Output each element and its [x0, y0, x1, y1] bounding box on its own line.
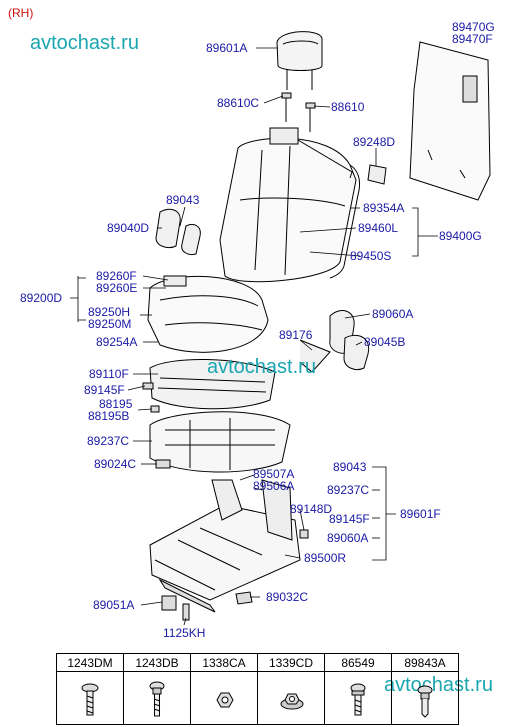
- fastener-code: 1243DM: [56, 653, 124, 672]
- fastener-table: 1243DM 1243DB 1338CA 1339CD 86549 89843A: [56, 653, 459, 725]
- seat-back-icon: [219, 127, 361, 283]
- part-label: 89024C: [94, 457, 137, 471]
- fastener-code: 1338CA: [190, 653, 258, 672]
- part-label: 89145F: [84, 383, 125, 397]
- part-label: 88610: [331, 100, 365, 114]
- part-label: 89148D: [290, 502, 333, 516]
- part-label: 89110F: [89, 367, 129, 381]
- fastener-code: 89843A: [391, 653, 459, 672]
- bolt-icon: [81, 683, 99, 716]
- part-label: 89237C: [87, 434, 130, 448]
- part-label: 89045B: [364, 335, 406, 349]
- part-label: 89176: [279, 328, 313, 342]
- part-label: 89601F: [400, 507, 441, 521]
- clip-icon: [417, 685, 433, 718]
- part-label: 88195: [99, 397, 133, 411]
- screw-icon: [149, 681, 165, 717]
- side-cover-icon: [155, 208, 181, 249]
- part-label: 89250H: [88, 305, 131, 319]
- part-label: 89200D: [20, 291, 63, 305]
- part-label: 89145F: [329, 512, 370, 526]
- seat-cushion-icon: [147, 275, 269, 353]
- part-label: 89060A: [372, 307, 414, 321]
- part-label: 89254A: [96, 335, 138, 349]
- side-label: (RH): [8, 6, 34, 20]
- part-label: 89470F: [452, 32, 493, 46]
- part-label: 88195B: [88, 409, 130, 423]
- fastener-code: 1339CD: [257, 653, 325, 672]
- part-label: 89032C: [266, 590, 309, 604]
- bolt-icon: [350, 683, 366, 716]
- fastener-code: 86549: [324, 653, 392, 672]
- part-label: 89051A: [93, 598, 135, 612]
- part-label: 89250M: [88, 317, 132, 331]
- fastener-code: 1243DB: [123, 653, 191, 672]
- part-label: 89060A: [327, 531, 369, 545]
- watermark-middle: avtochast.ru: [207, 356, 316, 378]
- part-label: 89043: [333, 460, 367, 474]
- part-label: 89601A: [206, 41, 248, 55]
- bracket-icon: [367, 164, 387, 185]
- flange-nut-icon: [280, 693, 304, 710]
- part-label: 89237C: [327, 483, 370, 497]
- part-label: 89354A: [363, 201, 405, 215]
- part-label: 89450S: [350, 249, 392, 263]
- part-label: 89506A: [253, 479, 295, 493]
- part-label: 89040D: [107, 221, 150, 235]
- headrest-guide-icon: [281, 92, 316, 132]
- part-label: 88610C: [217, 96, 260, 110]
- part-label: 89400G: [439, 229, 482, 243]
- part-label: 1125KH: [163, 626, 206, 640]
- seat-pan-icon: [149, 411, 291, 473]
- headrest-icon: [276, 31, 323, 90]
- part-label: 89043: [166, 193, 200, 207]
- back-panel-icon: [409, 41, 491, 201]
- part-label: 89470G: [452, 20, 495, 34]
- heater-mat-icon: [149, 359, 276, 410]
- part-label: 89260E: [96, 281, 138, 295]
- seat-track-frame-icon: [149, 479, 301, 613]
- part-label: 89460L: [358, 221, 399, 235]
- part-label: 89507A: [253, 467, 295, 481]
- part-label: 89260F: [96, 269, 137, 283]
- watermark-top: avtochast.ru: [30, 32, 139, 54]
- part-label: 89500R: [304, 551, 347, 565]
- part-label: 89248D: [353, 135, 396, 149]
- nut-icon: [216, 692, 234, 708]
